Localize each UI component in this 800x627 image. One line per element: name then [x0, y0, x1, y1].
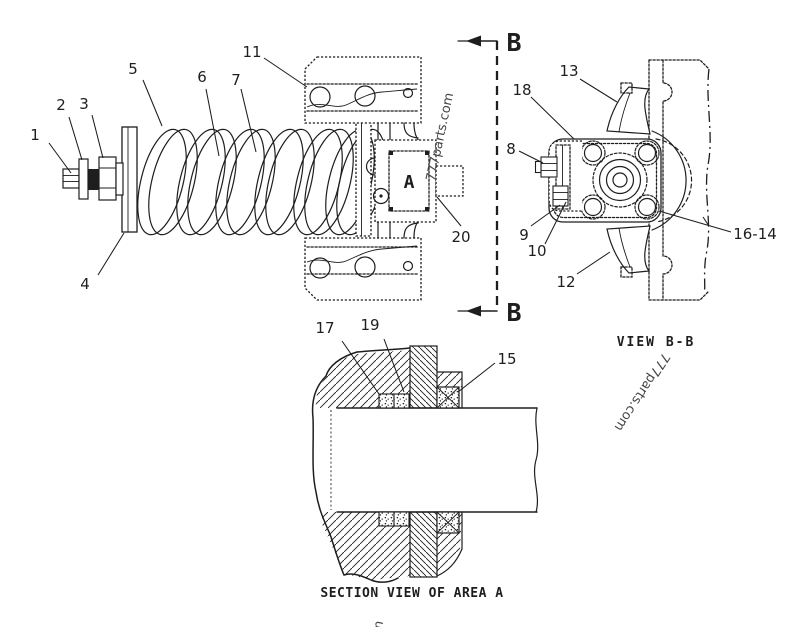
callout-9: 9	[519, 204, 561, 244]
shaft-stub	[435, 165, 464, 197]
callout-12: 12	[556, 251, 611, 291]
section-label-b-bottom: B	[506, 298, 521, 327]
spring-coils	[137, 128, 386, 236]
callout-17: 17	[315, 319, 380, 395]
bracket-hole	[309, 86, 331, 108]
spring-seat-right	[355, 103, 372, 237]
section-label-b-top: B	[506, 28, 521, 57]
section-line-bb: B B	[457, 28, 522, 327]
area-a-label: A	[404, 172, 415, 193]
svg-text:18: 18	[512, 81, 531, 99]
svg-text:10: 10	[527, 242, 546, 260]
callout-2: 2	[56, 96, 83, 161]
housing-section-upper-right	[437, 372, 462, 387]
top-bracket	[304, 56, 422, 124]
callout-18: 18	[512, 81, 575, 140]
retainer-web-lower	[409, 511, 438, 578]
svg-text:12: 12	[556, 273, 575, 291]
valve-block-area-a: A	[365, 139, 464, 223]
svg-text:5: 5	[128, 60, 138, 78]
svg-text:17: 17	[315, 319, 334, 337]
svg-text:13: 13	[559, 62, 578, 80]
bracket-pin	[402, 87, 414, 99]
svg-text:3: 3	[79, 95, 89, 113]
callout-7: 7	[231, 71, 257, 153]
callout-3: 3	[79, 95, 104, 159]
bottom-gusset	[606, 225, 651, 278]
side-fitting-tab	[534, 140, 582, 212]
threaded-section	[88, 169, 99, 190]
svg-text:1: 1	[30, 126, 40, 144]
housing-section-lower	[322, 512, 410, 580]
callout-6: 6	[197, 68, 220, 157]
svg-text:15: 15	[497, 350, 516, 368]
watermark-2: 777parts.com	[611, 350, 673, 434]
section-view-area-a: 17 19 15 SECTION VIEW OF AREA A	[311, 316, 539, 601]
retainer-web-upper	[409, 345, 438, 409]
svg-text:11: 11	[242, 43, 261, 61]
main-view-spring-assembly: A 1 2 3 4 5 6 7	[30, 43, 471, 301]
svg-text:9: 9	[519, 226, 529, 244]
svg-text:16-14: 16-14	[733, 225, 777, 243]
spring-seat-left	[121, 126, 138, 233]
svg-text:7: 7	[231, 71, 241, 89]
callout-11: 11	[242, 43, 308, 88]
top-gusset	[606, 82, 651, 135]
seal-rings	[378, 386, 460, 534]
bracket-hole	[354, 85, 376, 107]
svg-text:2: 2	[56, 96, 66, 114]
callout-15: 15	[457, 350, 517, 393]
view-bb-caption: VIEW B-B	[617, 335, 696, 350]
svg-text:19: 19	[360, 316, 379, 334]
callout-1: 1	[30, 126, 72, 174]
svg-text:4: 4	[80, 275, 90, 293]
shaft-break-line	[533, 407, 539, 513]
bottom-bracket	[304, 237, 422, 301]
frame-break-line	[703, 68, 711, 294]
section-arrow-bottom	[466, 305, 481, 317]
callout-13: 13	[559, 62, 618, 103]
center-bore	[592, 152, 648, 208]
seal-15-upper	[436, 386, 460, 409]
housing-outline	[311, 347, 463, 583]
svg-text:20: 20	[451, 228, 470, 246]
seal-15-lower	[436, 511, 460, 534]
callout-4: 4	[80, 232, 125, 293]
svg-text:8: 8	[506, 140, 516, 158]
view-bb: 18 13 8 9 10 12 16-14 VIEW B-B	[506, 59, 777, 350]
bracket-pin	[402, 260, 414, 272]
callout-19: 19	[360, 316, 405, 393]
bracket-hole	[309, 257, 331, 279]
callout-16-14: 16-14	[658, 210, 777, 243]
bracket-hole	[354, 256, 376, 278]
section-arrow-top	[466, 35, 481, 47]
watermark-3: 777parts.com	[354, 619, 387, 627]
callout-8: 8	[506, 140, 544, 164]
adjusting-bolt	[62, 156, 124, 201]
callout-10: 10	[527, 201, 567, 260]
svg-text:6: 6	[197, 68, 207, 86]
shaft	[330, 407, 539, 513]
callout-20: 20	[436, 196, 471, 246]
section-view-caption: SECTION VIEW OF AREA A	[320, 586, 503, 601]
callout-5: 5	[128, 60, 163, 127]
housing-barrel	[651, 130, 693, 231]
